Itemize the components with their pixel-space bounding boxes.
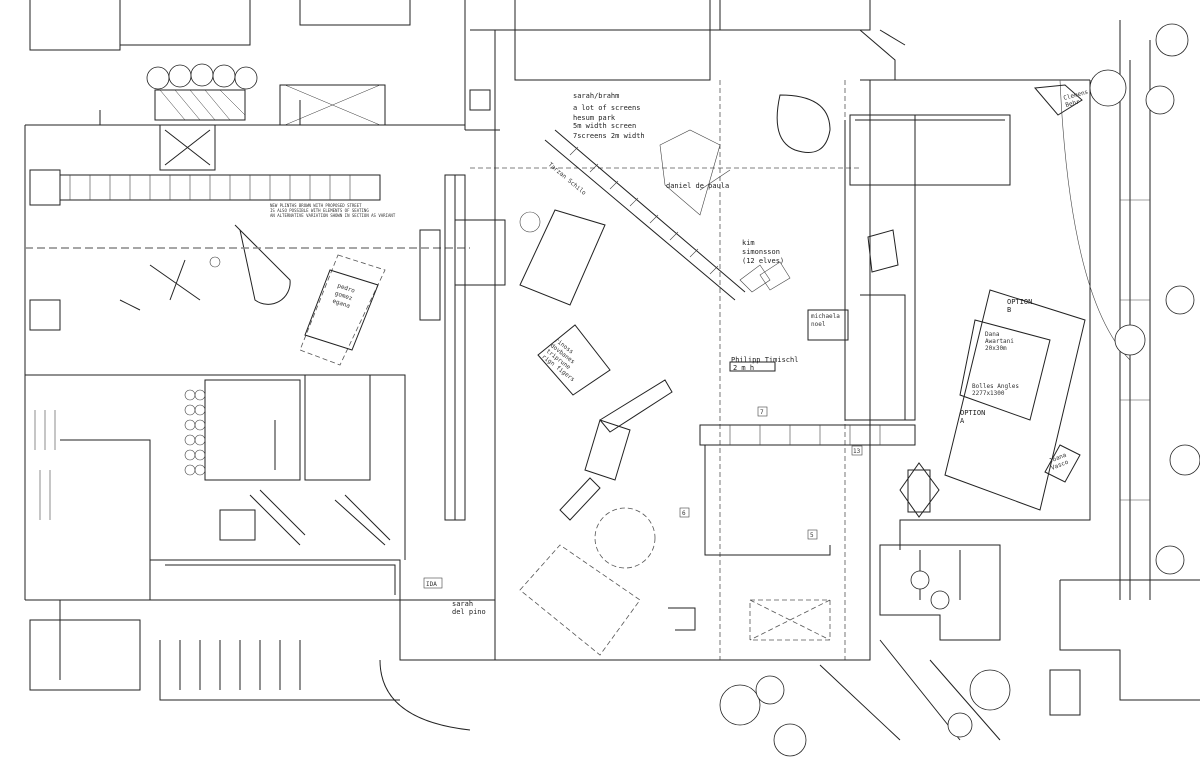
- label-hesum-park: hesum park: [573, 114, 616, 122]
- left-building-block: [25, 169, 406, 680]
- label-option-b-letter: B: [1007, 306, 1011, 314]
- label-screens-2m: 7screens 2m width: [573, 132, 645, 140]
- label-dana-2: Awartani: [985, 338, 1014, 345]
- marker-7: 7: [760, 409, 764, 416]
- trees: [146, 23, 1200, 757]
- marker-5: 5: [810, 532, 814, 539]
- label-sarah-del-pino-2: del pino: [452, 608, 486, 616]
- drawing-labels: sarah/brahm a lot of screens hesum park …: [270, 89, 1089, 616]
- label-option-a-letter: A: [960, 417, 965, 425]
- label-philipp: Philipp Timischl: [731, 356, 798, 364]
- label-option-b: OPTION: [1007, 298, 1032, 306]
- label-sarah-brahm: sarah/brahm: [573, 92, 619, 100]
- label-sarah-del-pino-1: sarah: [452, 600, 473, 608]
- label-dana-1: Dana: [985, 331, 1000, 338]
- label-daniel: daniel de paula: [666, 182, 729, 190]
- label-dana-3: 20x30m: [985, 345, 1007, 352]
- note-2: IS ALSO POSSIBLE WITH ELEMENTS OF SEATIN…: [270, 208, 369, 213]
- central-corridor: [419, 30, 871, 661]
- label-ida: IDA: [426, 581, 437, 588]
- rinoss-box: [537, 324, 611, 396]
- right-enclosure: [699, 20, 1151, 600]
- label-kim-3: (12 elves): [742, 257, 784, 265]
- label-philipp-sub: 2 m h: [733, 364, 754, 372]
- dana-area: [959, 319, 1051, 421]
- michaela-box: [807, 309, 849, 341]
- marker-6: 6: [682, 510, 686, 517]
- top-buildings: [24, 0, 906, 600]
- label-kim-1: kim: [742, 239, 755, 247]
- label-lot-of-screens: a lot of screens: [573, 104, 640, 112]
- label-bolles-1: Bolles Angles: [972, 383, 1019, 390]
- column-circles: [184, 389, 206, 476]
- note-3: AN ALTERNATIVE VARIATION SHOWN IN SECTIO…: [270, 213, 396, 218]
- note-1: NEW PLINTHS BROWN WITH PROPOSED STREET: [270, 203, 362, 208]
- label-clemens-2: Behr: [1065, 98, 1081, 109]
- label-michaela-2: noel: [811, 321, 826, 328]
- label-tarzan: Tarzan Schilo: [547, 161, 588, 197]
- label-bolles-2: 2277x1300: [972, 390, 1005, 397]
- label-option-a: OPTION: [960, 409, 985, 417]
- left-plaza: [119, 224, 386, 366]
- label-michaela-1: michaela: [811, 313, 840, 320]
- label-kim-2: simonsson: [742, 248, 780, 256]
- label-screen-5m: 5m width screen: [573, 122, 636, 130]
- bottom-buildings: [29, 544, 1200, 741]
- marker-13: 13: [853, 448, 861, 455]
- option-b-area: [944, 289, 1086, 511]
- screen-strip: [519, 94, 849, 656]
